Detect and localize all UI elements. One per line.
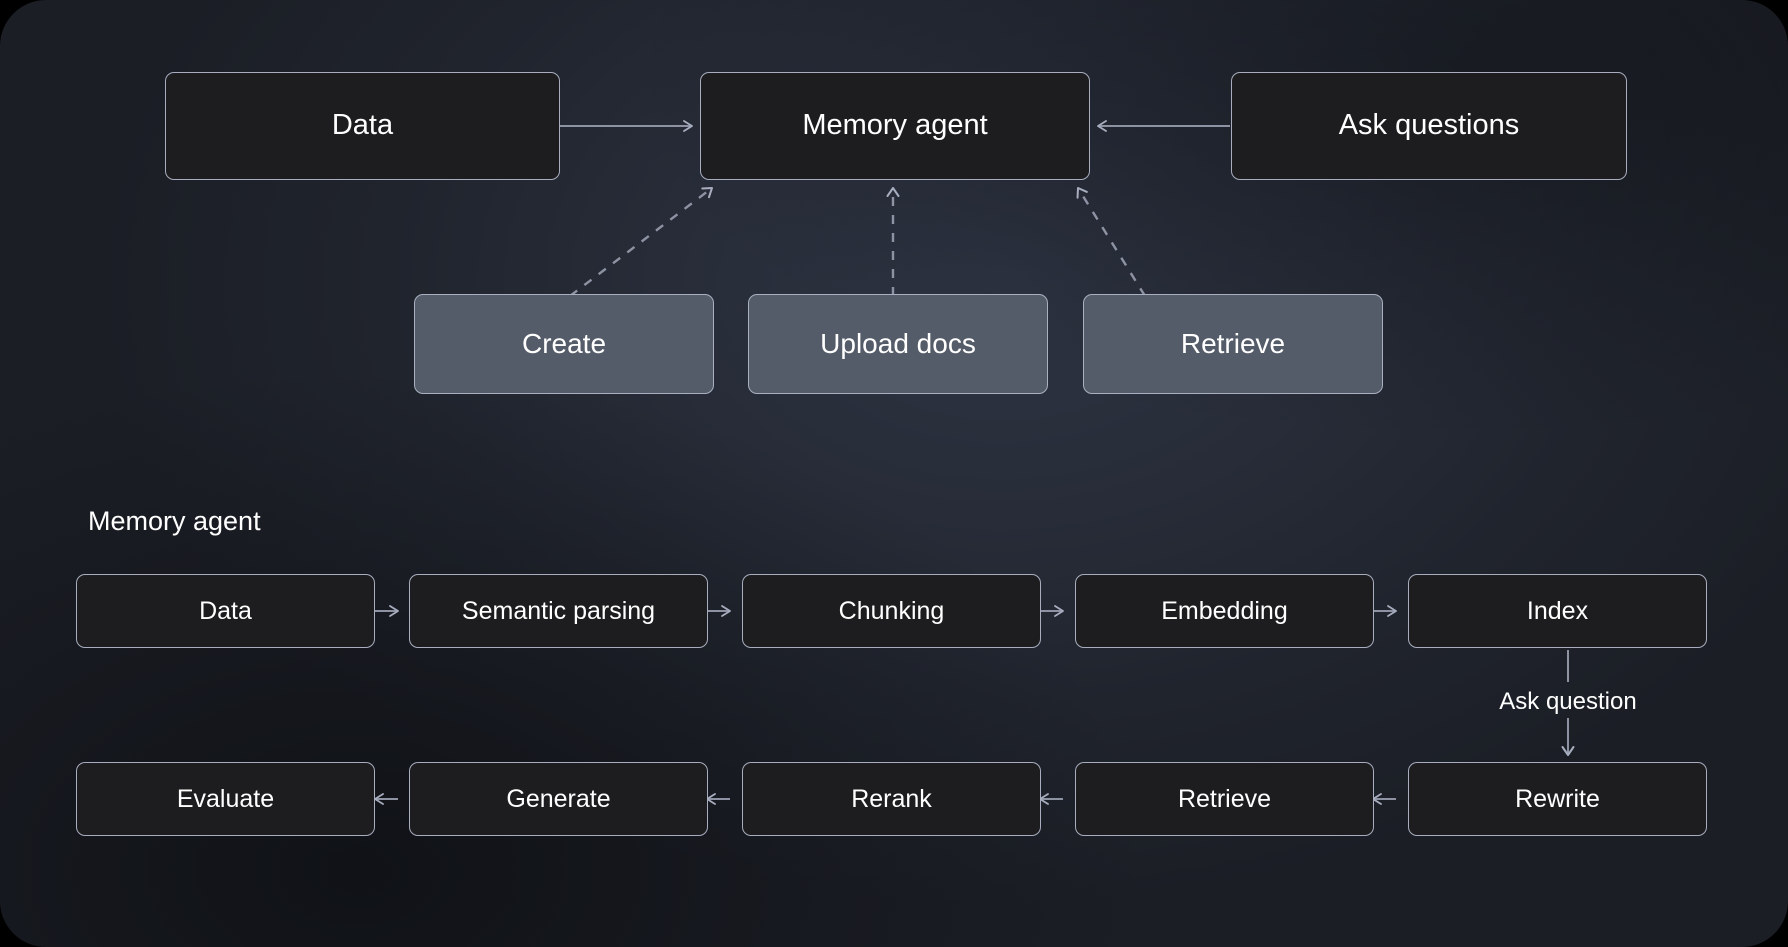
edge-label-ask-question: Ask question xyxy=(1499,688,1637,715)
node-label: Chunking xyxy=(838,596,945,625)
edge-retrieve-to-memory-agent xyxy=(1076,187,1147,297)
node-p-rewrite[interactable]: Rewrite xyxy=(1408,762,1707,836)
node-p-index[interactable]: Index xyxy=(1408,574,1707,648)
node-label: Data xyxy=(199,596,252,625)
node-label: Memory agent xyxy=(802,109,988,142)
node-label: Rewrite xyxy=(1515,784,1600,813)
node-label: Create xyxy=(521,327,607,359)
section-title-memory-agent: Memory agent xyxy=(88,506,261,536)
node-p-chunking[interactable]: Chunking xyxy=(742,574,1041,648)
node-label: Upload docs xyxy=(820,327,976,359)
node-p-data[interactable]: Data xyxy=(76,574,375,648)
node-data[interactable]: Data xyxy=(165,72,560,180)
node-label: Ask questions xyxy=(1338,109,1520,142)
node-label: Semantic parsing xyxy=(461,596,656,625)
node-label: Retrieve xyxy=(1177,784,1272,813)
node-ask-questions[interactable]: Ask questions xyxy=(1231,72,1627,180)
node-p-generate[interactable]: Generate xyxy=(409,762,708,836)
node-p-retrieve[interactable]: Retrieve xyxy=(1075,762,1374,836)
node-p-embedding[interactable]: Embedding xyxy=(1075,574,1374,648)
node-memory-agent[interactable]: Memory agent xyxy=(700,72,1090,180)
node-retrieve-tool[interactable]: Retrieve xyxy=(1083,294,1383,394)
edge-create-to-memory-agent xyxy=(569,187,713,297)
node-label: Embedding xyxy=(1161,596,1288,625)
node-label: Retrieve xyxy=(1180,327,1286,359)
node-p-rerank[interactable]: Rerank xyxy=(742,762,1041,836)
node-upload-docs[interactable]: Upload docs xyxy=(748,294,1048,394)
node-label: Evaluate xyxy=(176,784,275,813)
node-label: Index xyxy=(1526,596,1589,625)
node-label: Generate xyxy=(506,784,611,813)
node-label: Data xyxy=(331,109,394,142)
node-p-semantic-parsing[interactable]: Semantic parsing xyxy=(409,574,708,648)
node-p-evaluate[interactable]: Evaluate xyxy=(76,762,375,836)
node-create[interactable]: Create xyxy=(414,294,714,394)
node-label: Rerank xyxy=(851,784,932,813)
